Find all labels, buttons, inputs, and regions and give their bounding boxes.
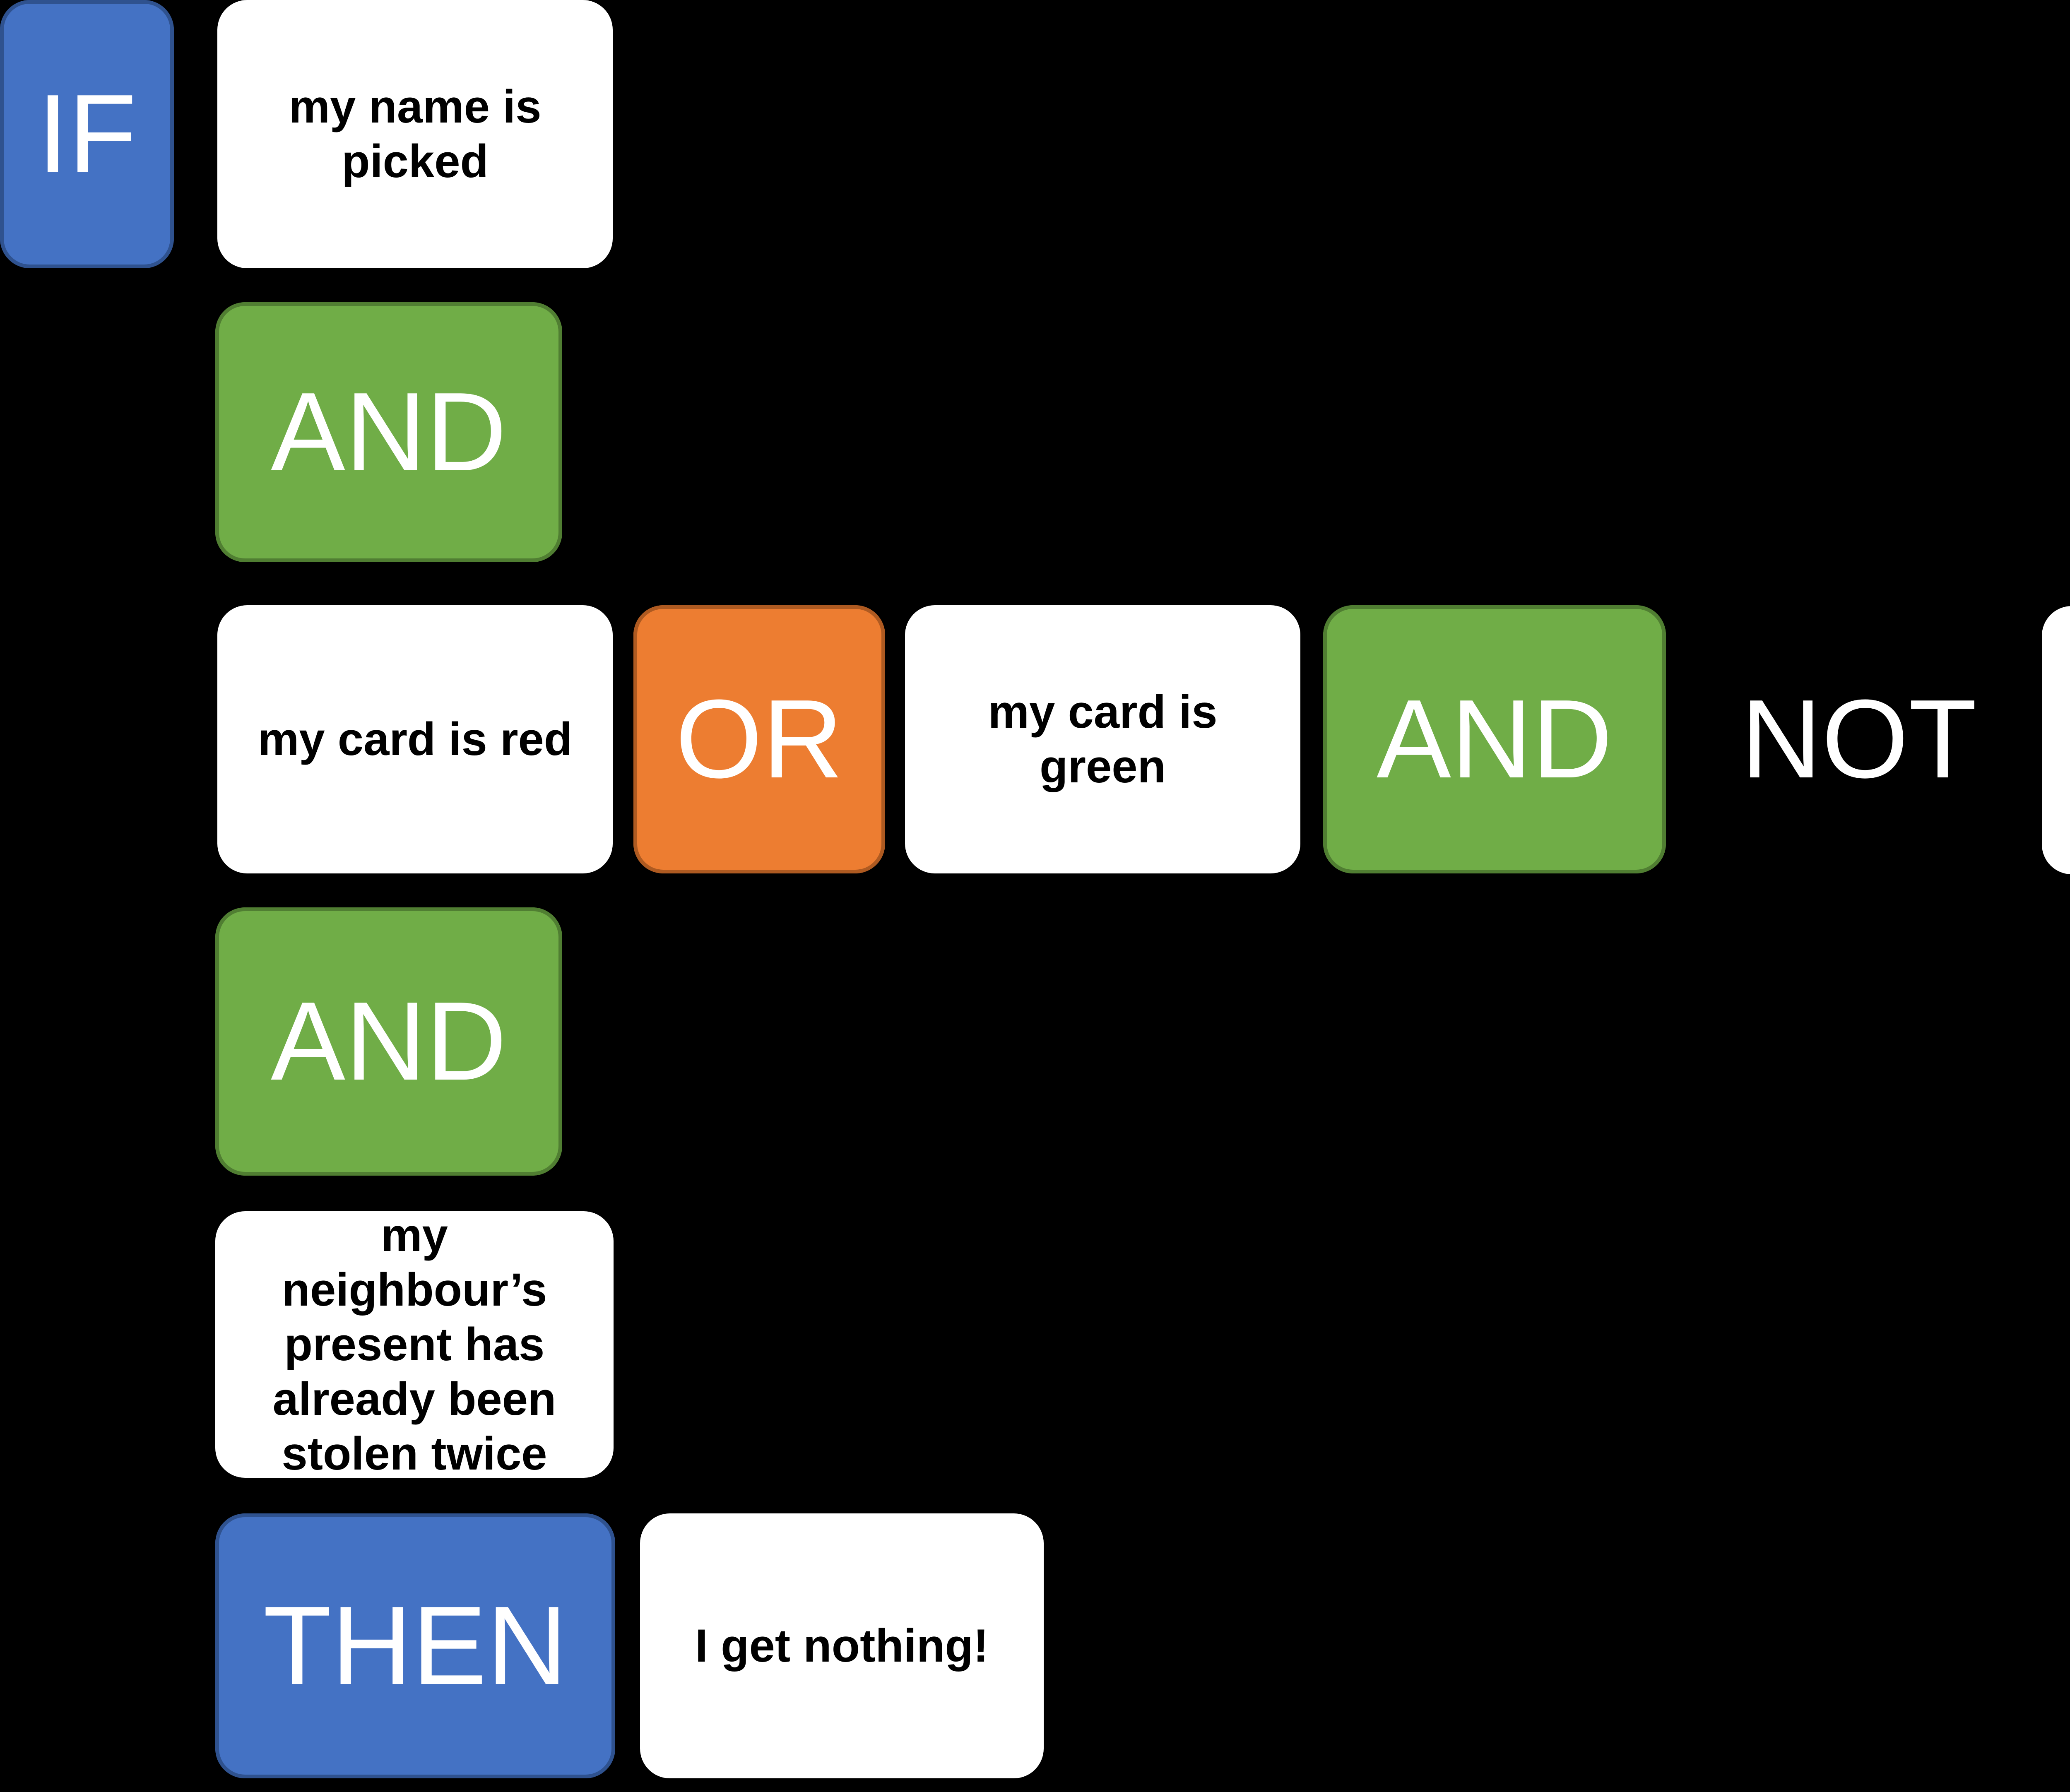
statement-card-my-card-is-red[interactable]: my card is red [217, 605, 613, 873]
statement-card-i-get-nothing[interactable]: I get nothing! [640, 1513, 1044, 1778]
operator-if[interactable]: IF [0, 0, 174, 268]
statement-card-my-name-is-picked[interactable]: my name is picked [217, 0, 613, 268]
operator-and-2[interactable]: AND [1323, 605, 1666, 873]
statement-card-my-card-is-green[interactable]: my card is green [905, 605, 1300, 873]
operator-then[interactable]: THEN [215, 1513, 615, 1778]
operator-not[interactable]: NOT [1741, 676, 1977, 801]
statement-card-my-neighbours-present-has-already-been-stolen-twice[interactable]: my neighbour’s present has already been … [215, 1209, 614, 1479]
statement-card-theres-a-present-on-the-table[interactable]: there’s a present on the table [2042, 606, 2070, 874]
operator-and-3[interactable]: AND [215, 907, 562, 1176]
operator-and-1[interactable]: AND [215, 302, 562, 562]
operator-or[interactable]: OR [633, 605, 885, 873]
